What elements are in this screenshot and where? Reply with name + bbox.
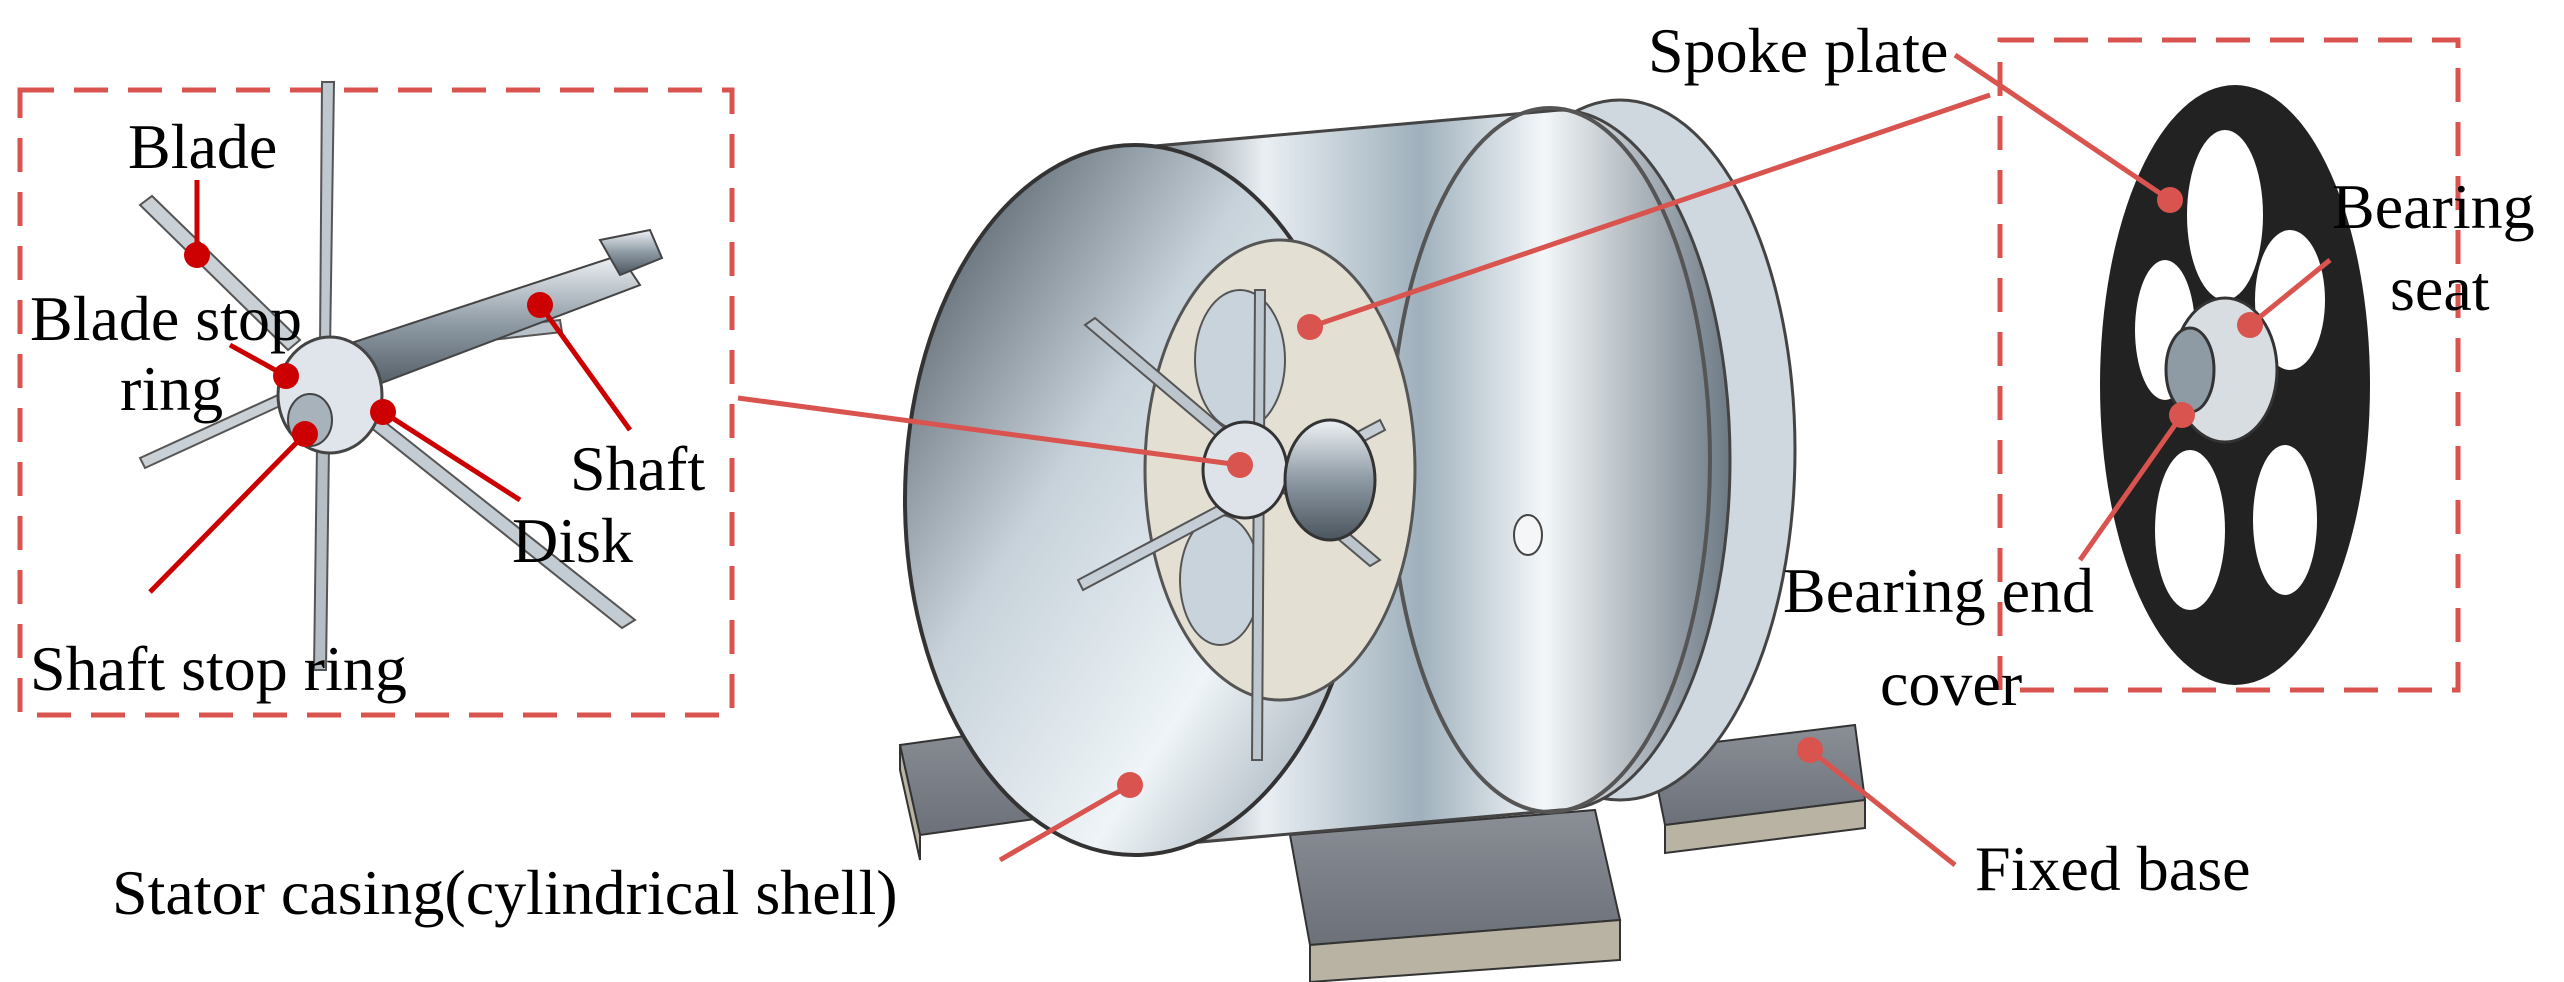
- label-bearing-seat-line2: seat: [2390, 253, 2490, 324]
- label-shaft: Shaft: [570, 433, 705, 504]
- rotor-shaft-end: [598, 228, 664, 277]
- label-spoke-plate: Spoke plate: [1648, 15, 1948, 86]
- assembly-blade-3: [1250, 289, 1267, 761]
- bearing-end-cover: [2164, 326, 2216, 414]
- leader-disk: [381, 409, 522, 503]
- leader-bearing-end-cover: [2077, 413, 2185, 562]
- base-left-side: [899, 744, 921, 861]
- spoke-plate-opening-2: [2255, 230, 2325, 370]
- leader-spoke-plate: [1953, 52, 2172, 203]
- label-fixed-base: Fixed base: [1975, 833, 2251, 904]
- blade-top: [318, 81, 336, 351]
- assembly-illustration: [898, 98, 1867, 982]
- assembly-bearing: [1283, 418, 1377, 542]
- label-blade: Blade: [128, 111, 277, 182]
- leader-shaft: [537, 303, 633, 432]
- leader-bearing-seat: [2248, 258, 2332, 327]
- rotor-detail-box: [17, 87, 735, 718]
- label-stator-casing: Stator casing(cylindrical shell): [112, 857, 898, 928]
- label-bearing-end-cover-line2: cover: [1880, 648, 2022, 719]
- rotor-dashed-frame: [17, 87, 735, 718]
- leader-blade-stop-ring: [228, 342, 288, 379]
- spoke-plate-illustration: [1953, 52, 2370, 685]
- spoke-plate-window-2: [1179, 514, 1261, 646]
- spoke-plate-opening-1: [2187, 130, 2263, 300]
- rotor-illustration: [138, 81, 664, 671]
- label-bearing-end-cover-line1: Bearing end: [1783, 555, 2094, 626]
- label-bearing-seat-line1: Bearing: [2332, 171, 2535, 242]
- leader-shaft-stop-ring: [148, 432, 307, 594]
- leader-rotor-to-center: [737, 395, 1241, 468]
- spoke-plate-opening-5: [2253, 445, 2317, 595]
- label-shaft-stop-ring: Shaft stop ring: [30, 633, 407, 704]
- label-disk: Disk: [512, 505, 633, 576]
- shell-hole: [1513, 514, 1543, 556]
- leader-spoke-plate-center: [1309, 92, 1991, 330]
- blade-upper-left: [138, 194, 302, 352]
- label-blade-stop-ring-line1: Blade stop: [30, 283, 302, 354]
- base-right-side: [1664, 798, 1866, 855]
- spoke-plate-dashed-frame: [1997, 37, 2461, 693]
- leader-stator-casing: [998, 782, 1132, 863]
- leader-fixed-base: [1808, 748, 1957, 867]
- marker-rotor-center: [1227, 452, 1253, 478]
- spoke-plate-window-1: [1194, 289, 1286, 431]
- marker-spoke-plate-center: [1297, 314, 1323, 340]
- label-blade-stop-ring-line2: ring: [120, 353, 223, 424]
- base-front-side: [1309, 918, 1621, 982]
- spoke-plate-opening-4: [2155, 450, 2225, 610]
